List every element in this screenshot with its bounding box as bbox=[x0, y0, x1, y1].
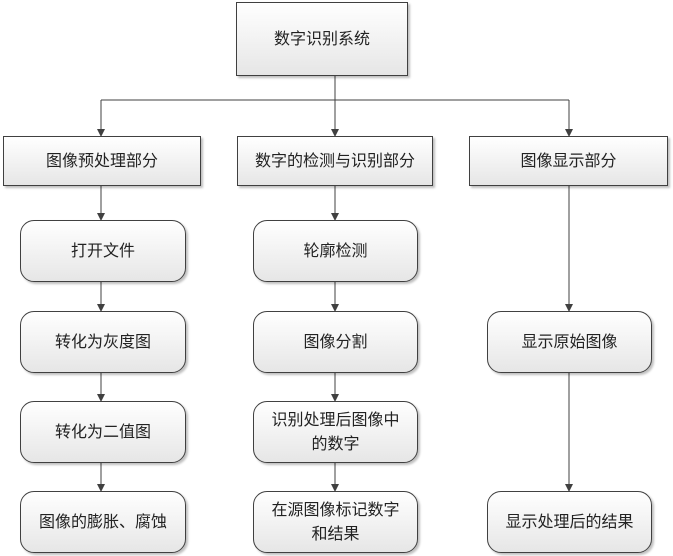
node-label: 显示原始图像 bbox=[521, 332, 618, 351]
preprocess-node: 图像预处理部分 bbox=[3, 136, 201, 186]
node-label: 图像的膨胀、腐蚀 bbox=[38, 512, 167, 531]
step-node: 图像分割 bbox=[253, 311, 418, 373]
step-node: 转化为二值图 bbox=[20, 401, 186, 463]
step-node: 打开文件 bbox=[20, 220, 186, 282]
node-label: 轮廓检测 bbox=[303, 241, 368, 260]
node-label: 打开文件 bbox=[70, 241, 135, 260]
step-node: 识别处理后图像中的数字 bbox=[253, 401, 418, 463]
node-label: 数字的检测与识别部分 bbox=[254, 151, 415, 170]
node-label: 识别处理后图像中的数字 bbox=[271, 410, 400, 453]
detection-node: 数字的检测与识别部分 bbox=[237, 136, 433, 186]
step-node: 转化为灰度图 bbox=[20, 311, 186, 373]
step-node: 显示原始图像 bbox=[487, 311, 652, 373]
node-label: 图像分割 bbox=[303, 332, 368, 351]
node-label: 图像显示部分 bbox=[520, 151, 617, 170]
step-node: 显示处理后的结果 bbox=[487, 491, 652, 553]
step-node: 在源图像标记数字和结果 bbox=[253, 491, 418, 553]
node-label: 转化为二值图 bbox=[54, 422, 151, 441]
node-label: 显示处理后的结果 bbox=[505, 512, 634, 531]
root-node: 数字识别系统 bbox=[236, 2, 408, 76]
node-label: 转化为灰度图 bbox=[54, 332, 151, 351]
root-label: 数字识别系统 bbox=[273, 29, 370, 48]
node-label: 在源图像标记数字和结果 bbox=[271, 500, 400, 543]
node-label: 图像预处理部分 bbox=[45, 151, 158, 170]
step-node: 图像的膨胀、腐蚀 bbox=[20, 491, 186, 553]
step-node: 轮廓检测 bbox=[253, 220, 418, 282]
display-node: 图像显示部分 bbox=[469, 136, 668, 186]
